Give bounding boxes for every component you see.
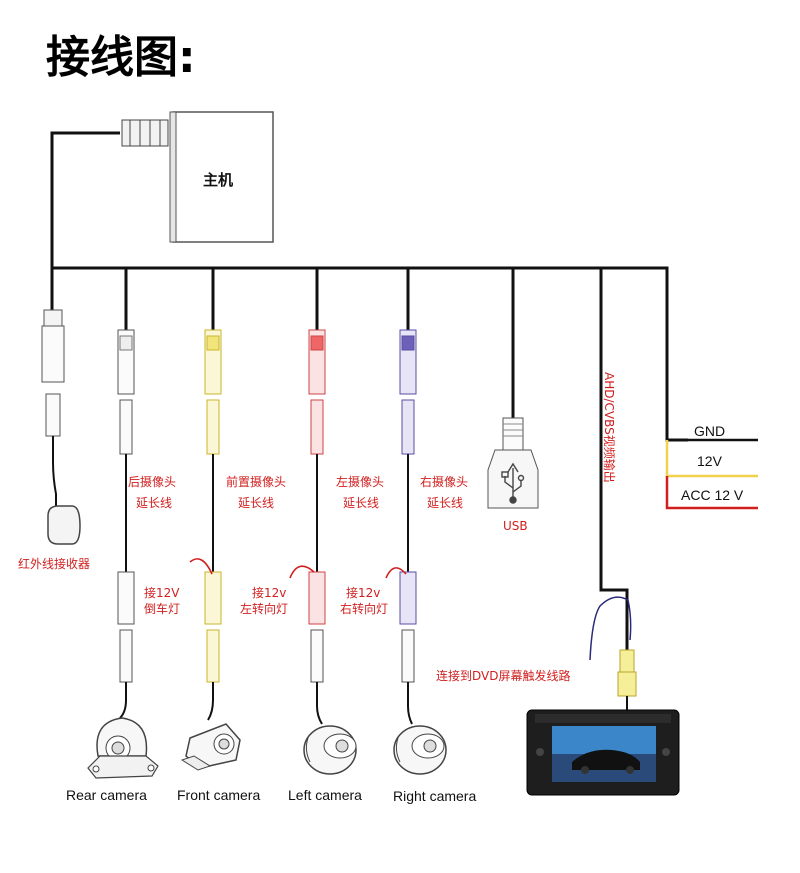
right-camera-label: Right camera: [393, 788, 476, 804]
rear-extension-branch: 后摄像头 延长线 接12V 倒车灯 Rear camera: [66, 329, 180, 803]
rear-ext-label-2: 延长线: [136, 496, 172, 510]
left-turn-label-2: 左转向灯: [240, 601, 288, 616]
right-turn-label-2: 右转向灯: [340, 601, 388, 616]
right-ext-label-1: 右摄像头: [420, 474, 468, 489]
left-ext-label-2: 延长线: [343, 496, 379, 510]
left-ext-label-1: 左摄像头: [336, 474, 384, 489]
left-turn-label-1: 接12v: [252, 585, 286, 600]
right-camera-icon: [393, 725, 447, 775]
front-camera-icon: [180, 723, 241, 771]
left-camera-icon: [303, 725, 357, 775]
right-extension-branch: 右摄像头 延长线 接12v 右转向灯 Right camera: [340, 329, 476, 804]
page-title: 接线图:: [46, 32, 196, 83]
host-unit: 主机: [121, 111, 274, 243]
dvd-trigger-branch: 连接到DVD屏幕触发线路: [436, 596, 637, 710]
left-camera-label: Left camera: [288, 787, 362, 803]
usb-branch: USB: [487, 417, 539, 533]
rear-camera-icon: [87, 717, 159, 779]
ir-receiver-branch: 红外线接收器: [18, 309, 90, 571]
dvd-trigger-label: 连接到DVD屏幕触发线路: [436, 668, 570, 683]
main-harness: [50, 131, 688, 650]
reverse-light-label-2: 倒车灯: [144, 601, 180, 616]
v12-label: 12V: [697, 453, 723, 469]
front-extension-branch: 前置摄像头 延长线 Front camera: [177, 329, 286, 803]
rear-ext-label-1: 后摄像头: [128, 474, 176, 489]
ir-receiver-icon: [47, 505, 81, 545]
video-out-label: AHD/CVBS视频输出: [602, 372, 617, 483]
ir-receiver-label: 红外线接收器: [18, 556, 90, 571]
usb-label: USB: [503, 519, 528, 533]
front-ext-label-1: 前置摄像头: [226, 474, 286, 489]
right-turn-label-1: 接12v: [346, 585, 380, 600]
left-extension-branch: 左摄像头 延长线 接12v 左转向灯 Left camera: [240, 329, 384, 803]
reverse-light-label-1: 接12V: [144, 585, 180, 600]
acc-wire: [665, 476, 758, 510]
dvd-player-icon: [526, 709, 680, 796]
usb-icon: [501, 462, 525, 504]
host-label: 主机: [203, 171, 233, 189]
right-ext-label-2: 延长线: [427, 496, 463, 510]
front-ext-label-2: 延长线: [238, 496, 274, 510]
gnd-label: GND: [694, 423, 725, 439]
acc-label: ACC 12 V: [681, 487, 744, 503]
front-camera-label: Front camera: [177, 787, 260, 803]
rear-camera-label: Rear camera: [66, 787, 147, 803]
host-connector: [121, 119, 169, 147]
power-leads: GND 12V ACC 12 V: [665, 423, 758, 510]
